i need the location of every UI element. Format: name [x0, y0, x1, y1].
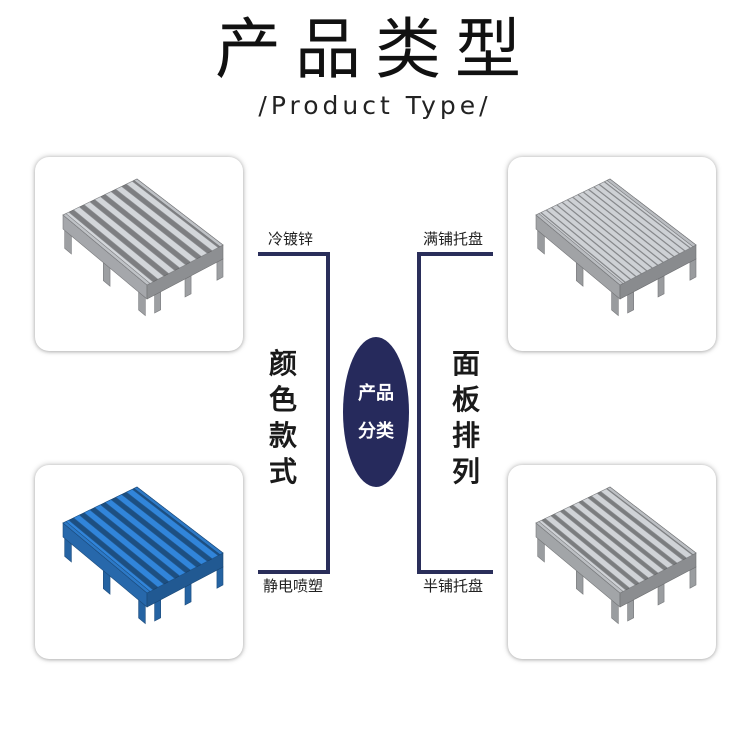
- left-category-title: 颜 色 款 式: [268, 347, 297, 488]
- label-full-deck: 满铺托盘: [423, 230, 484, 248]
- product-card-full-deck: [508, 157, 716, 351]
- pallet-image-full-deck: [535, 178, 697, 317]
- page-subtitle: /Product Type/: [258, 91, 492, 120]
- page-title: 产品类型: [215, 11, 535, 88]
- left-bracket: [258, 252, 330, 574]
- pallet-image-half-deck: [535, 486, 697, 625]
- product-card-half-deck: [508, 465, 716, 659]
- product-card-powder-coated: [35, 465, 243, 659]
- pallet-image-galvanized: [62, 178, 224, 317]
- pallet-image-powder-coated: [62, 486, 224, 625]
- right-bracket: [417, 252, 493, 574]
- category-badge: 产品 分类: [343, 337, 409, 487]
- product-card-galvanized: [35, 157, 243, 351]
- label-cold-galvanized: 冷镀锌: [268, 230, 314, 248]
- label-powder-coated: 静电喷塑: [263, 577, 324, 595]
- category-badge-line1: 产品: [358, 383, 394, 404]
- category-badge-line2: 分类: [358, 421, 394, 442]
- right-category-title: 面 板 排 列: [451, 347, 480, 488]
- label-half-deck: 半铺托盘: [423, 577, 484, 595]
